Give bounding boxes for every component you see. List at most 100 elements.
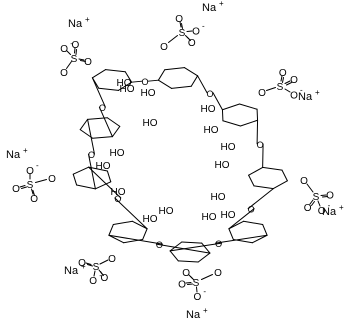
bond (284, 88, 291, 93)
bond (106, 117, 121, 127)
sulfonyl-oxygen-label: O (178, 279, 186, 290)
bond (147, 79, 159, 82)
hydroxyl-label: HO (211, 192, 226, 203)
bond (114, 197, 148, 230)
sulfonyl-oxygen-label: O (12, 184, 20, 195)
sodium-ion-label: Na (298, 91, 313, 103)
hydroxyl-label: HO (96, 161, 111, 172)
oxide-oxygen-label: O (26, 166, 34, 177)
negative-charge-label: - (328, 201, 331, 210)
sodium-ion-label: Na (68, 18, 83, 30)
bond (155, 243, 211, 254)
hydroxyl-label: HO (221, 142, 236, 153)
bond (306, 183, 314, 193)
oxide-oxygen-label: O (192, 27, 200, 38)
sulfur-label: S (93, 262, 100, 273)
bond (243, 220, 264, 226)
bond (99, 259, 109, 265)
bond (197, 75, 208, 94)
sulfur-label: S (71, 54, 78, 65)
bond (108, 234, 163, 245)
sulfur-label: S (179, 28, 186, 39)
sodium-ion-label: Na (186, 309, 201, 321)
glycosidic-oxygen-label: O (114, 194, 121, 204)
bond (75, 49, 77, 55)
bond (35, 179, 47, 183)
sulfonyl-oxygen-label: O (72, 40, 80, 51)
glycosidic-oxygen-label: O (248, 205, 255, 215)
bond (228, 208, 255, 230)
bond (221, 103, 241, 111)
glycosidic-oxygen-label: O (257, 140, 264, 150)
ester-oxygen-label: O (258, 88, 266, 99)
bond (31, 188, 34, 195)
sulfur-label: S (277, 82, 284, 93)
bond (124, 71, 133, 83)
bond (108, 234, 125, 244)
negative-charge-label: - (202, 22, 205, 31)
glycosidic-oxygen-label: O (207, 89, 214, 99)
sulfonyl-oxygen-label: O (30, 194, 38, 205)
bond (183, 67, 199, 77)
bond (157, 79, 173, 89)
bond (187, 283, 193, 285)
sulfonyl-oxygen-label: O (84, 57, 92, 68)
bond (280, 75, 283, 82)
bond (251, 234, 268, 244)
bond (309, 199, 314, 205)
bond (169, 250, 179, 262)
bond (215, 234, 268, 244)
bond (169, 241, 183, 252)
bond (88, 166, 122, 199)
bond (87, 264, 93, 267)
bond (91, 69, 107, 79)
bond (87, 118, 95, 155)
bond (131, 80, 143, 83)
bond (94, 181, 112, 190)
bond (108, 224, 114, 236)
bond (239, 119, 259, 127)
bond (322, 196, 328, 198)
oxide-oxygen-label: O (290, 90, 298, 101)
sulfonyl-oxygen-label: O (188, 38, 196, 49)
ester-oxygen-label: O (300, 176, 308, 187)
bond (98, 87, 119, 91)
bond (164, 67, 185, 71)
glycosidic-oxygen-label: O (141, 77, 148, 87)
bond (197, 252, 211, 263)
hydroxyl-label: HO (110, 148, 125, 159)
bond (262, 224, 268, 236)
bond (317, 200, 321, 207)
bond (66, 50, 71, 55)
bond (72, 166, 90, 175)
bond (177, 260, 199, 263)
negative-charge-label: - (99, 271, 102, 280)
bond (284, 80, 291, 84)
bond (248, 166, 264, 176)
bond (311, 201, 315, 206)
glycosidic-oxygen-label: O (156, 240, 163, 250)
bond (181, 241, 203, 244)
bond (222, 120, 241, 127)
bond (93, 270, 96, 277)
bond (19, 185, 26, 188)
glycosidic-oxygen-label: O (88, 150, 95, 160)
bond (105, 69, 126, 73)
sulfonyl-oxygen-label: O (279, 68, 287, 79)
hydroxyl-label: HO (201, 104, 216, 115)
bond (171, 85, 192, 89)
positive-charge-label: + (23, 146, 28, 155)
bond (157, 69, 166, 81)
hydroxyl-label: HO (202, 212, 217, 223)
bond (272, 180, 288, 190)
bond (74, 47, 76, 54)
bond (228, 228, 234, 240)
sulfonyl-oxygen-label: O (78, 258, 86, 269)
bond (112, 220, 133, 226)
sodium-ion-label: Na (64, 265, 79, 277)
bond (253, 185, 274, 190)
sodium-ion-label: Na (322, 206, 337, 218)
bond (262, 166, 283, 171)
